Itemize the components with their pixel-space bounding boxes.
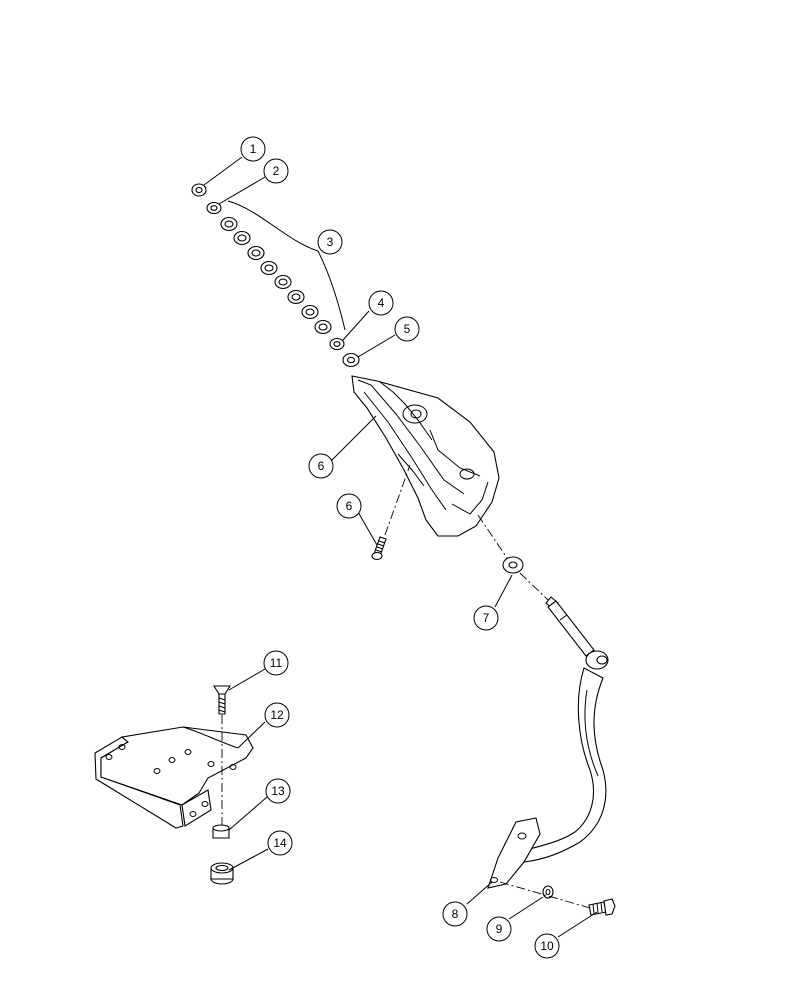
callout-11: 12 (264, 702, 290, 728)
callout-4: 7 (473, 605, 499, 631)
lever-part-1 (487, 596, 609, 889)
callout-10: 10 (534, 933, 560, 959)
washer-part-4 (502, 556, 524, 574)
spacer-stack-part-7 (220, 216, 332, 335)
bolt-part-10 (588, 898, 616, 916)
callout-9: 9 (486, 916, 512, 942)
callout-5: 5 (394, 316, 420, 342)
callout-2: 6 (308, 453, 334, 479)
bracket-part-11 (94, 726, 254, 829)
callout-1: 8 (442, 901, 468, 927)
callout-3: 6 (336, 493, 362, 519)
screw-part-13 (213, 685, 231, 715)
callout-7: 3 (317, 229, 343, 255)
callout-label: 11 (270, 656, 283, 670)
centerline-handle (477, 514, 508, 559)
callout-label: 5 (404, 322, 411, 336)
callout-label: 1 (250, 142, 257, 156)
callout-label: 12 (270, 708, 284, 722)
callout-label: 2 (273, 164, 280, 178)
callout-label: 3 (327, 235, 334, 249)
callout-6-top: 2 (263, 158, 289, 184)
washer-part-6-top (206, 201, 222, 215)
centerline-bolt (499, 881, 591, 909)
callout-6-bottom: 4 (368, 290, 394, 316)
grommet-part-14 (210, 862, 234, 885)
screw-part-3 (371, 536, 387, 561)
washer-part-5 (342, 352, 360, 368)
nut-part-12 (212, 824, 230, 839)
callout-label: 10 (540, 939, 554, 953)
callout-14: 14 (267, 830, 293, 856)
washer-part-6-bottom (329, 337, 345, 351)
callout-label: 13 (271, 784, 285, 798)
group-bracket-7 (227, 200, 346, 331)
callout-label: 4 (378, 296, 385, 310)
callout-label: 6 (346, 499, 353, 513)
callout-13: 11 (263, 650, 289, 676)
callout-label: 7 (483, 611, 490, 625)
centerline-screw (384, 464, 411, 536)
callout-label: 8 (452, 907, 459, 921)
leader-lines (203, 156, 598, 938)
callout-12: 13 (265, 778, 291, 804)
handle-part-2 (351, 375, 500, 537)
callout-label: 9 (496, 922, 503, 936)
callout-label: 14 (273, 836, 287, 850)
centerline-lever (519, 572, 549, 601)
callout-8: 1 (240, 136, 266, 162)
callout-label: 6 (318, 459, 325, 473)
washer-part-9 (542, 885, 554, 899)
nut-part-8 (191, 183, 207, 197)
